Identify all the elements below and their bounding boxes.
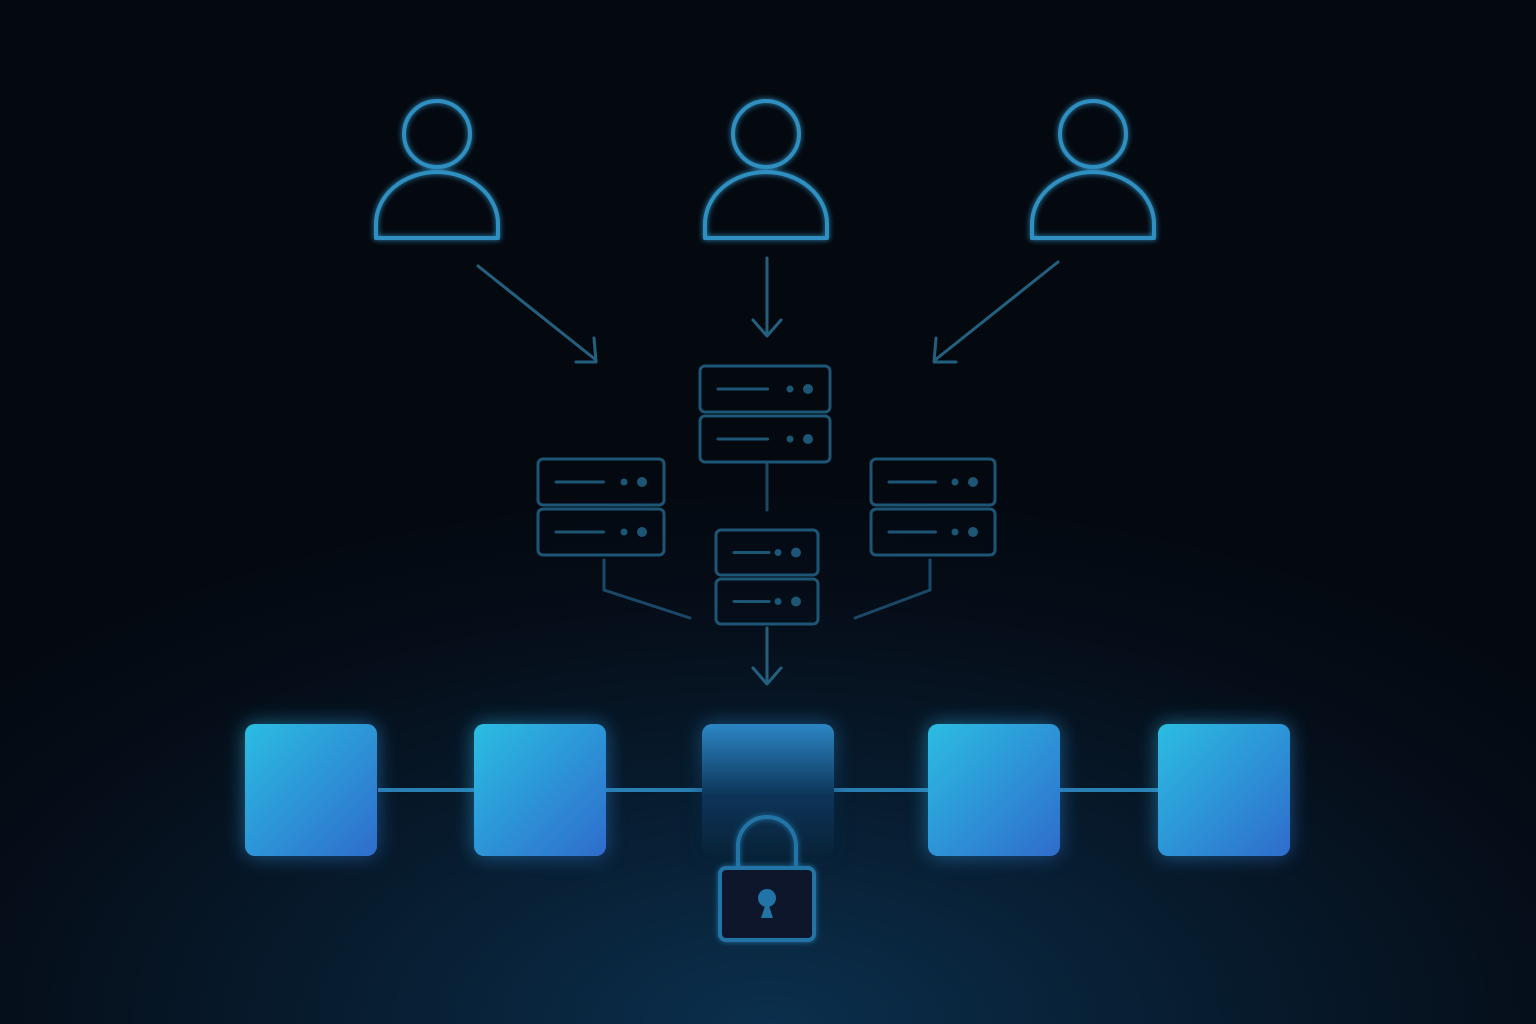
arrow-left-icon <box>476 264 598 364</box>
connector-right <box>853 558 932 620</box>
server-unit <box>714 528 820 577</box>
server-led <box>786 385 794 393</box>
server-led <box>803 384 813 394</box>
server-led <box>968 477 978 487</box>
server-left-icon <box>536 457 666 557</box>
user-head <box>731 99 801 169</box>
server-right-icon <box>869 457 997 557</box>
server-led <box>774 549 782 556</box>
server-unit <box>869 507 997 557</box>
server-connectors <box>602 462 932 620</box>
user-body <box>703 170 829 240</box>
server-led <box>803 434 813 444</box>
server-led <box>968 527 978 537</box>
server-unit <box>869 457 997 507</box>
user-body <box>1030 170 1156 240</box>
server-led <box>774 598 782 605</box>
lock-icon <box>718 815 816 942</box>
server-center-icon <box>714 528 820 626</box>
user-head <box>1058 99 1128 169</box>
block-3 <box>702 724 834 856</box>
connector-left <box>602 558 692 620</box>
lock-shackle <box>736 815 798 868</box>
users-row <box>374 99 1156 240</box>
server-led <box>951 478 959 486</box>
server-led <box>620 478 628 486</box>
arrow-center-icon <box>751 256 783 338</box>
block-4 <box>928 724 1060 856</box>
block-face <box>245 724 377 856</box>
arrow-to-chain-icon <box>751 626 783 686</box>
block-5 <box>1158 724 1290 856</box>
user-left-icon <box>374 99 500 240</box>
user-body <box>374 170 500 240</box>
user-right-icon <box>1030 99 1156 240</box>
server-top-icon <box>698 364 832 464</box>
block-face <box>928 724 1060 856</box>
server-led <box>791 596 801 607</box>
server-unit <box>536 507 666 557</box>
server-led <box>637 527 647 537</box>
server-led <box>951 528 959 536</box>
blockchain-blocks <box>245 724 1290 856</box>
lock-keyhole-stem <box>761 900 773 918</box>
server-unit <box>714 577 820 626</box>
servers-group <box>536 364 997 626</box>
server-led <box>791 547 801 558</box>
server-led <box>786 435 794 443</box>
server-led <box>620 528 628 536</box>
block-face <box>1158 724 1290 856</box>
user-head <box>402 99 472 169</box>
server-unit <box>698 414 832 464</box>
arrows-group <box>476 256 1060 686</box>
arrow-right-icon <box>932 260 1060 364</box>
server-led <box>637 477 647 487</box>
block-face <box>474 724 606 856</box>
server-unit <box>536 457 666 507</box>
block-face <box>702 724 834 856</box>
block-1 <box>245 724 377 856</box>
block-2 <box>474 724 606 856</box>
server-unit <box>698 364 832 414</box>
lock-keyhole <box>758 889 776 907</box>
user-center-icon <box>703 99 829 240</box>
